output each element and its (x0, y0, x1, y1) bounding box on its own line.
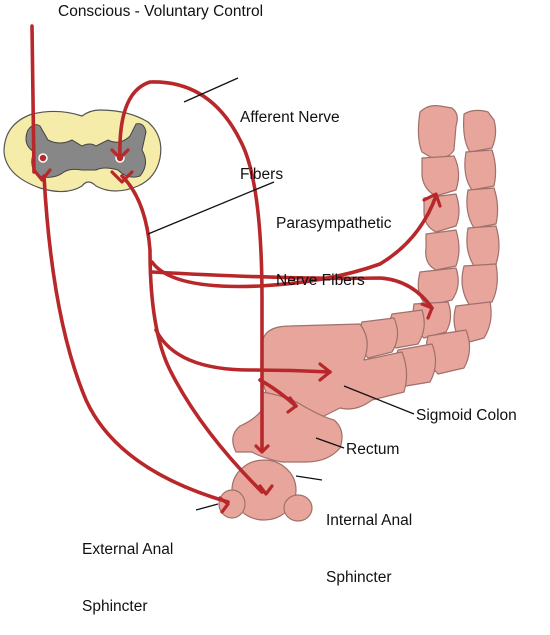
colon-segment (421, 155, 460, 197)
colon-segment (464, 149, 497, 191)
diagram: Conscious - Voluntary Control Afferent N… (3, 3, 517, 615)
label-rectum: Rectum (346, 441, 400, 458)
label-afferent-line1: Afferent Nerve (240, 109, 340, 126)
nerve-ending (286, 396, 298, 414)
external-sphincter-right (283, 494, 313, 522)
colon-segment (417, 267, 459, 307)
label-external-anal-sphincter: External Anal Sphincter (82, 502, 173, 635)
nerve-ending (110, 170, 134, 184)
colon-segment (463, 109, 497, 153)
parasympathetic-branch-mid (150, 270, 434, 310)
label-conscious-voluntary: Conscious - Voluntary Control (58, 3, 264, 20)
label-parasympathetic-fibers: Parasympathetic Nerve Fibers (276, 176, 391, 309)
leader-sigmoid (343, 385, 415, 415)
voluntary-fiber-descending (30, 24, 36, 174)
nerve-ending (254, 444, 270, 454)
leader-rectum (315, 437, 345, 449)
afferent-fiber (118, 80, 264, 452)
label-internal-line1: Internal Anal (326, 512, 413, 529)
colon-segment (466, 187, 499, 229)
label-internal-anal-sphincter: Internal Anal Sphincter (326, 473, 412, 606)
nerve-ending (32, 168, 52, 182)
diagram-graphic (3, 24, 500, 522)
colon-segment (461, 263, 498, 307)
label-afferent-line2: Fibers (240, 166, 284, 183)
label-sigmoid-colon: Sigmoid Colon (416, 407, 517, 424)
colon-segment (425, 229, 460, 271)
nerve-ending (422, 192, 442, 208)
label-internal-line2: Sphincter (326, 569, 392, 586)
nerve-ending (110, 148, 130, 160)
leader-parasympathetic (147, 181, 275, 235)
rectum (232, 391, 343, 463)
nerve-ending (420, 302, 434, 320)
parasympathetic-branch-low (154, 328, 332, 374)
label-external-line2: Sphincter (82, 598, 148, 615)
colon (218, 105, 500, 522)
somatic-fiber-external (42, 174, 230, 504)
external-sphincter-left (218, 489, 246, 519)
nerve-ending (258, 484, 274, 496)
nerve-endings (32, 148, 442, 514)
colon-segment (417, 105, 458, 159)
spinal-cord (3, 109, 162, 193)
label-parasympathetic-line1: Parasympathetic (276, 215, 392, 232)
label-external-line1: External Anal (82, 541, 174, 558)
nerve-ending (218, 496, 230, 514)
leader-external (195, 503, 219, 511)
nerve-ending (318, 362, 332, 382)
label-parasympathetic-line2: Nerve Fibers (276, 272, 365, 289)
leader-internal (295, 475, 323, 481)
leader-lines (147, 77, 415, 511)
label-afferent-fibers: Afferent Nerve Fibers (240, 70, 340, 203)
colon-segment (466, 225, 500, 267)
leader-afferent (183, 77, 239, 103)
